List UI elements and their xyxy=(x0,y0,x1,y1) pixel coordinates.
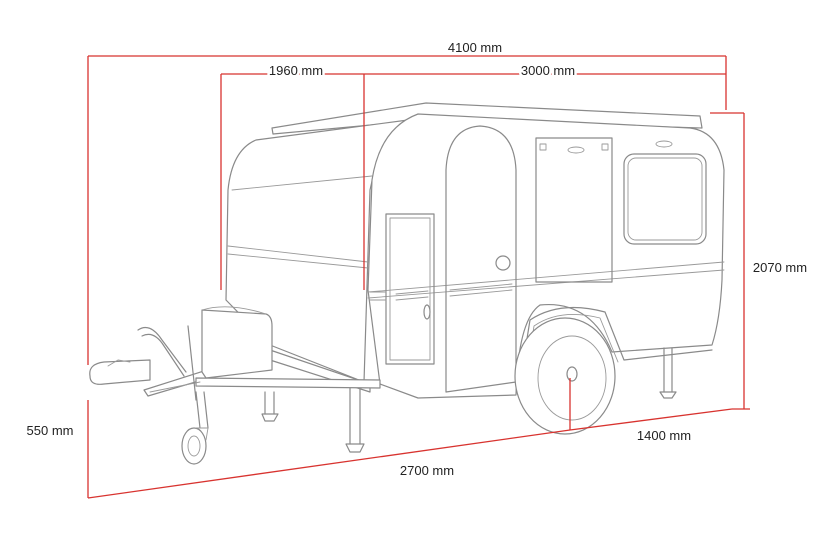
dim-line-width xyxy=(569,408,733,431)
label-body-width: 2700 mm xyxy=(400,463,454,478)
trailer-drawing xyxy=(89,102,725,465)
label-tongue-length: 1960 mm xyxy=(269,63,323,78)
trailer-front-body xyxy=(367,113,725,399)
gas-bottle-box xyxy=(201,306,273,379)
label-ground-clearance: 550 mm xyxy=(27,423,74,438)
label-overall-length: 4100 mm xyxy=(448,40,502,55)
dimension-lines xyxy=(87,55,750,499)
stabilizer-legs xyxy=(261,347,677,453)
label-width: 1400 mm xyxy=(637,428,691,443)
dimension-labels: 4100 mm 1960 mm 3000 mm 2070 mm 550 mm 1… xyxy=(27,40,808,478)
label-body-length: 3000 mm xyxy=(521,63,575,78)
trailer-wheel xyxy=(514,317,616,435)
dim-line-body-width xyxy=(87,429,571,499)
label-height: 2070 mm xyxy=(753,260,807,275)
jockey-wheel xyxy=(181,391,209,465)
coupling-head xyxy=(89,325,197,401)
